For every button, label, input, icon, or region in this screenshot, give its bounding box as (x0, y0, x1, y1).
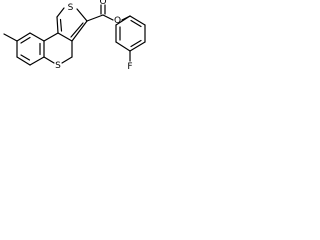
bond (56, 16, 59, 34)
bond (56, 7, 65, 18)
bond (115, 15, 131, 26)
bond (71, 20, 88, 42)
thiophene-sulfur-label: S (68, 3, 74, 13)
molecule-structure: S S O O F (3, 0, 146, 72)
bond (16, 56, 31, 66)
bond (70, 22, 84, 38)
bond-lines (3, 4, 146, 66)
atom-labels: S S O O F (55, 0, 132, 72)
bond (102, 14, 114, 21)
bond (129, 41, 146, 52)
bond (86, 14, 104, 22)
double-bond-inner (20, 36, 31, 44)
bond (57, 32, 73, 42)
ring-sulfur-label: S (55, 61, 61, 71)
bond (115, 41, 131, 52)
ester-oxygen-label: O (114, 16, 121, 26)
bond (43, 56, 55, 64)
bond (76, 8, 88, 22)
double-bond-inner (130, 19, 142, 28)
bond (29, 56, 45, 66)
double-bond-inner (130, 39, 142, 48)
bond (61, 56, 73, 64)
bond (16, 32, 31, 42)
bond (43, 32, 59, 42)
bond (29, 32, 45, 42)
methyl-bond (3, 33, 18, 42)
double-bond-inner (20, 54, 31, 61)
bond (129, 15, 146, 26)
fluorine-label: F (127, 62, 132, 72)
carbonyl-oxygen-label: O (99, 0, 106, 7)
bond (59, 18, 63, 32)
